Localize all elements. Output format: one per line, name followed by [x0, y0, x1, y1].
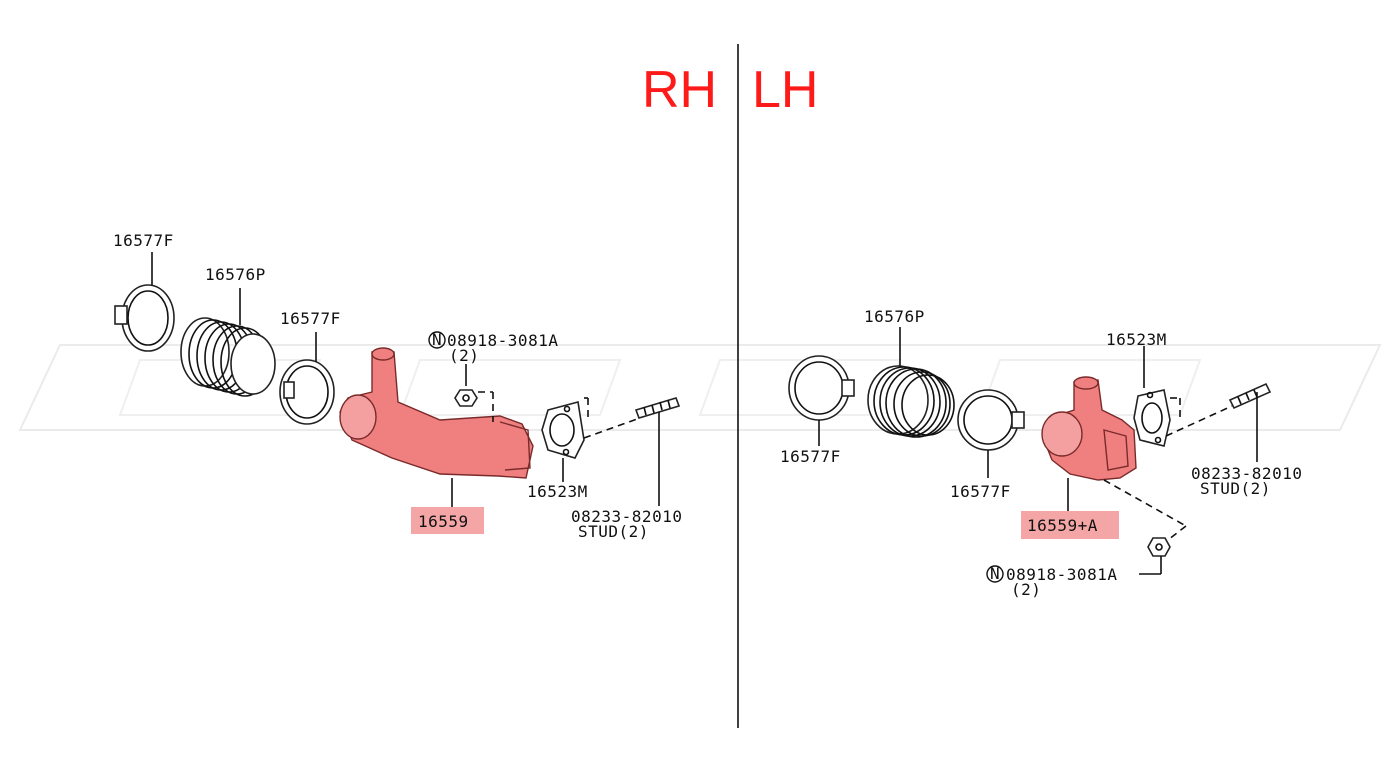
- lh-tube-label-box: [1021, 511, 1119, 539]
- lh-tube-16559a: 16559+A: [1021, 376, 1137, 539]
- lh-stud-label-line1: 08233-82010: [1191, 464, 1302, 483]
- rh-gasket: 16523M: [527, 397, 641, 501]
- lh-nut-n-symbol: [986, 565, 1004, 583]
- lh-outer-clamp: 16577F: [780, 355, 855, 466]
- svg-text:N: N: [432, 330, 442, 349]
- lh-tube-label: 16559+A: [1027, 516, 1098, 535]
- lh-hose: 16576P: [864, 307, 955, 438]
- svg-text:N: N: [990, 564, 1000, 583]
- rh-header: RH: [642, 61, 717, 119]
- lh-nut-label-line2: (2): [1011, 580, 1041, 599]
- rh-tube-label: 16559: [418, 512, 469, 531]
- rh-inner-clamp: 16577F: [279, 309, 341, 425]
- lh-nut-label-line1: 08918-3081A: [1006, 565, 1117, 584]
- rh-stud-label-line1: 08233-82010: [571, 507, 682, 526]
- lh-inner-clamp: 16577F: [950, 389, 1025, 501]
- rh-gasket-label: 16523M: [527, 482, 588, 501]
- rh-tube-label-box: [411, 507, 484, 534]
- lh-outer-clamp-label: 16577F: [780, 447, 841, 466]
- rh-nut-n-symbol: [428, 331, 446, 349]
- rh-outer-clamp-label: 16577F: [113, 231, 174, 250]
- lh-stud: 08233-82010 STUD(2): [1191, 382, 1302, 498]
- rh-hose-label: 16576P: [205, 265, 266, 284]
- lh-assembly: 16577F 16576P 16577F: [780, 307, 1302, 599]
- lh-hose-label: 16576P: [864, 307, 925, 326]
- lh-gasket-label: 16523M: [1106, 330, 1167, 349]
- rh-nut: N 08918-3081A (2): [428, 330, 558, 422]
- rh-nut-label-line1: 08918-3081A: [447, 331, 558, 350]
- lh-inner-clamp-label: 16577F: [950, 482, 1011, 501]
- rh-outer-clamp: 16577F: [113, 231, 175, 352]
- rh-assembly: 16577F 16576P 16577F: [113, 231, 682, 541]
- rh-stud-label-line2: STUD(2): [578, 522, 649, 541]
- rh-tube-16559: 16559: [339, 347, 534, 534]
- lh-stud-label-line2: STUD(2): [1200, 479, 1271, 498]
- lh-nut: N 08918-3081A (2): [986, 479, 1187, 599]
- rh-hose: 16576P: [180, 265, 276, 397]
- lh-gasket: 16523M: [1106, 330, 1233, 447]
- rh-inner-clamp-label: 16577F: [280, 309, 341, 328]
- rh-nut-label-line2: (2): [449, 346, 479, 365]
- lh-header: LH: [752, 61, 818, 119]
- rh-stud: 08233-82010 STUD(2): [571, 397, 682, 541]
